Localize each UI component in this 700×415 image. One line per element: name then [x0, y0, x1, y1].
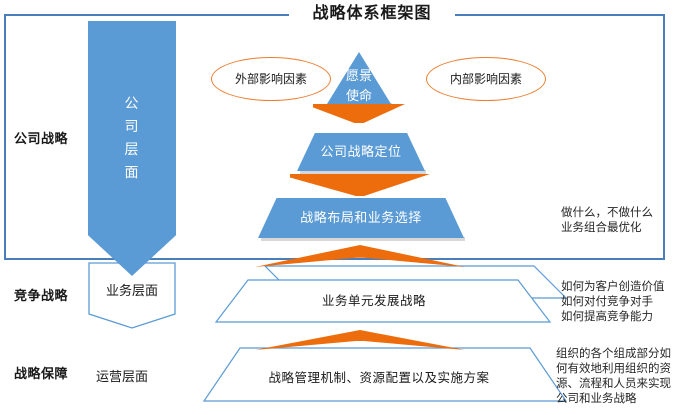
note-compete-line-1: 如何为客户创造价值 — [561, 281, 665, 293]
level-corporate-char-3: 层 — [124, 143, 140, 158]
external-influence-ellipse: 外部影响因素 — [211, 57, 331, 101]
operation-plan-label: 战略管理机制、资源配置以及实施方案 — [268, 371, 490, 385]
down-arrow-icon-1 — [313, 104, 405, 123]
level-corporate-char-2: 司 — [124, 120, 140, 135]
corporate-box-border-right — [663, 14, 665, 260]
vision-mission-triangle: 愿景 使命 — [327, 52, 391, 104]
note-strategy-guarantee: 组织的各个组成部分如 何有效地利用组织的资 源、流程和人员来实现 公司和业务战略 — [556, 347, 671, 407]
note-compete-line-3: 如何提高竞争能力 — [561, 311, 653, 323]
note-guarantee-line-2: 何有效地利用组织的资 — [556, 363, 671, 375]
corporate-box-border-left — [4, 14, 6, 260]
row-label-competitive-strategy: 竞争战略 — [14, 288, 69, 303]
vision-line-2: 使命 — [345, 88, 372, 103]
business-unit-strategy-shape: 业务单元发展战略 — [198, 264, 568, 326]
level-business-shape: 业务层面 — [88, 262, 176, 329]
row-label-corporate-strategy: 公司战略 — [14, 131, 69, 146]
note-corporate-line-1: 做什么，不做什么 — [561, 207, 653, 219]
level-corporate-char-4: 面 — [124, 166, 140, 181]
internal-influence-ellipse: 内部影响因素 — [426, 57, 546, 101]
level-corporate-char-1: 公 — [124, 97, 140, 112]
down-arrow-icon-2 — [290, 174, 430, 196]
positioning-shadow — [300, 170, 426, 174]
operation-plan-shape: 战略管理机制、资源配置以及实施方案 — [198, 346, 568, 404]
corporate-box-border-top-right — [455, 14, 665, 16]
business-unit-strategy-label: 业务单元发展战略 — [321, 294, 426, 308]
note-guarantee-line-4: 公司和业务战略 — [556, 393, 637, 405]
corporate-positioning-shape: 公司战略定位 — [297, 133, 425, 171]
vision-line-1: 愿景 — [345, 68, 372, 83]
layout-shadow — [261, 237, 465, 241]
note-compete-line-2: 如何对付竞争对手 — [561, 296, 653, 308]
row-label-strategy-guarantee: 战略保障 — [14, 366, 69, 381]
note-corporate-strategy: 做什么，不做什么 业务组合最优化 — [561, 206, 653, 236]
level-business-label: 业务层面 — [105, 283, 158, 298]
note-guarantee-line-1: 组织的各个组成部分如 — [556, 348, 671, 360]
level-operation-label: 运营层面 — [96, 369, 149, 384]
page-title: 战略体系框架图 — [312, 5, 432, 22]
corporate-box-border-top-left — [4, 14, 289, 16]
level-corporate-shape: 公 司 层 面 — [88, 21, 176, 276]
note-competitive-strategy: 如何为客户创造价值 如何对付竞争对手 如何提高竞争能力 — [561, 280, 665, 325]
strategy-layout-shape: 战略布局和业务选择 — [258, 198, 464, 238]
level-corporate-label: 公 司 层 面 — [88, 93, 176, 185]
note-corporate-line-2: 业务组合最优化 — [561, 222, 642, 234]
note-guarantee-line-3: 源、流程和人员来实现 — [556, 378, 671, 390]
